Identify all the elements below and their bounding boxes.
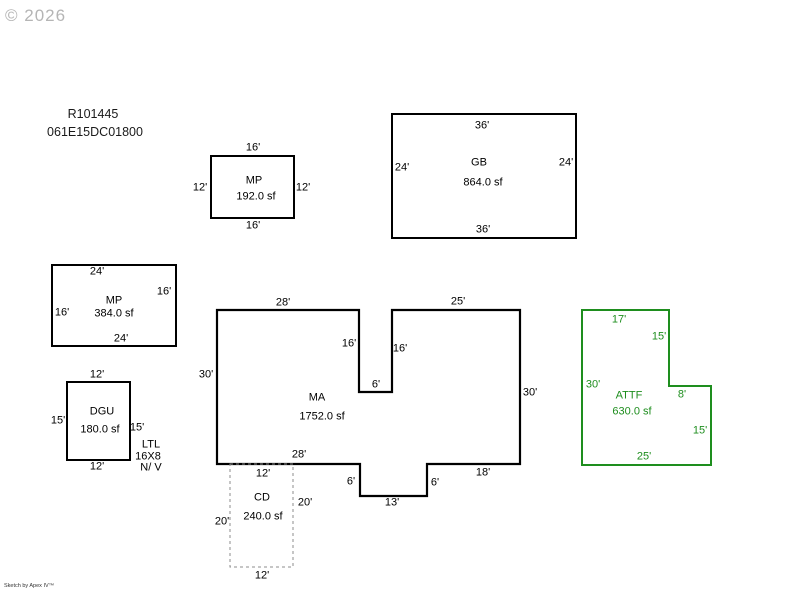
- dgu-dim-top: 12': [89, 368, 105, 381]
- mp-upper-outline: [210, 155, 295, 219]
- attf-dim-step: 8': [677, 388, 687, 401]
- ltl-value-note: N/ V: [140, 461, 162, 474]
- ma-code: MA: [308, 391, 326, 404]
- cd-code: CD: [254, 491, 270, 504]
- cd-dim-right: 20': [297, 496, 313, 509]
- dgu-dim-left: 15': [50, 414, 66, 427]
- mp-lower-code: MP: [105, 294, 123, 307]
- gb-code: GB: [471, 156, 487, 169]
- gb-area: 864.0 sf: [463, 176, 503, 189]
- cd-area: 240.0 sf: [243, 510, 283, 523]
- mp-upper-dim-bottom: 16': [245, 219, 261, 232]
- dgu-dim-bottom: 12': [89, 460, 105, 473]
- ma-dim-notch-left: 16': [341, 337, 357, 350]
- sketch-credit: Sketch by Apex IV™: [4, 583, 55, 589]
- gb-dim-bottom: 36': [475, 223, 491, 236]
- ltl-size: 16X8: [135, 450, 161, 463]
- mp-lower-dim-left: 16': [54, 306, 70, 319]
- ma-dim-bottom-left: 28': [291, 448, 307, 461]
- ma-dim-bay-right: 6': [430, 476, 440, 489]
- ma-dim-notch-right: 16': [392, 342, 408, 355]
- mp-lower-dim-bottom: 24': [113, 332, 129, 345]
- ma-dim-top-right: 25': [450, 295, 466, 308]
- ma-dim-notch-bottom: 6': [371, 378, 381, 391]
- ma-dim-top-left: 28': [275, 296, 291, 309]
- mp-lower-dim-right: 16': [156, 285, 172, 298]
- mp-lower-outline: [51, 264, 177, 347]
- attf-dim-left: 30': [585, 378, 601, 391]
- ma-dim-bay-bottom: 13': [384, 496, 400, 509]
- dgu-code: DGU: [89, 405, 115, 418]
- attf-dim-bottom: 25': [636, 450, 652, 463]
- mp-upper-dim-left: 12': [192, 181, 208, 194]
- cd-dim-left: 20': [214, 515, 230, 528]
- ma-dim-bay-left: 6': [346, 475, 356, 488]
- mp-upper-dim-right: 12': [295, 181, 311, 194]
- mp-lower-dim-top: 24': [89, 265, 105, 278]
- ma-dim-right: 30': [522, 386, 538, 399]
- ma-dim-bottom-right: 18': [475, 466, 491, 479]
- mp-upper-dim-top: 16': [245, 141, 261, 154]
- ma-outline: [215, 308, 522, 498]
- gb-outline: [391, 113, 577, 239]
- attf-code: ATTF: [615, 389, 643, 402]
- gb-dim-right: 24': [558, 156, 574, 169]
- cd-outline: [229, 463, 294, 568]
- attf-outline: [581, 309, 712, 466]
- parcel-id: R101445: [67, 107, 119, 121]
- gb-dim-left: 24': [394, 161, 410, 174]
- dgu-area: 180.0 sf: [80, 423, 120, 436]
- ltl-code: LTL: [141, 438, 161, 451]
- ma-dim-left: 30': [198, 368, 214, 381]
- ma-area: 1752.0 sf: [299, 410, 345, 423]
- mp-upper-code: MP: [245, 174, 263, 187]
- map-taxlot: 061E15DC01800: [47, 125, 143, 139]
- dgu-outline: [66, 381, 131, 461]
- attf-dim-lower-right: 15': [692, 424, 708, 437]
- gb-dim-top: 36': [474, 119, 490, 132]
- cd-dim-top: 12': [255, 467, 271, 480]
- attf-dim-top: 17': [611, 313, 627, 326]
- attf-area: 630.0 sf: [612, 405, 652, 418]
- mp-lower-area: 384.0 sf: [94, 307, 134, 320]
- cd-dim-bottom: 12': [254, 569, 270, 582]
- mp-upper-area: 192.0 sf: [236, 190, 276, 203]
- copyright-watermark: © 2026: [5, 6, 67, 25]
- attf-dim-upper-right: 15': [651, 330, 667, 343]
- dgu-dim-right: 15': [129, 421, 145, 434]
